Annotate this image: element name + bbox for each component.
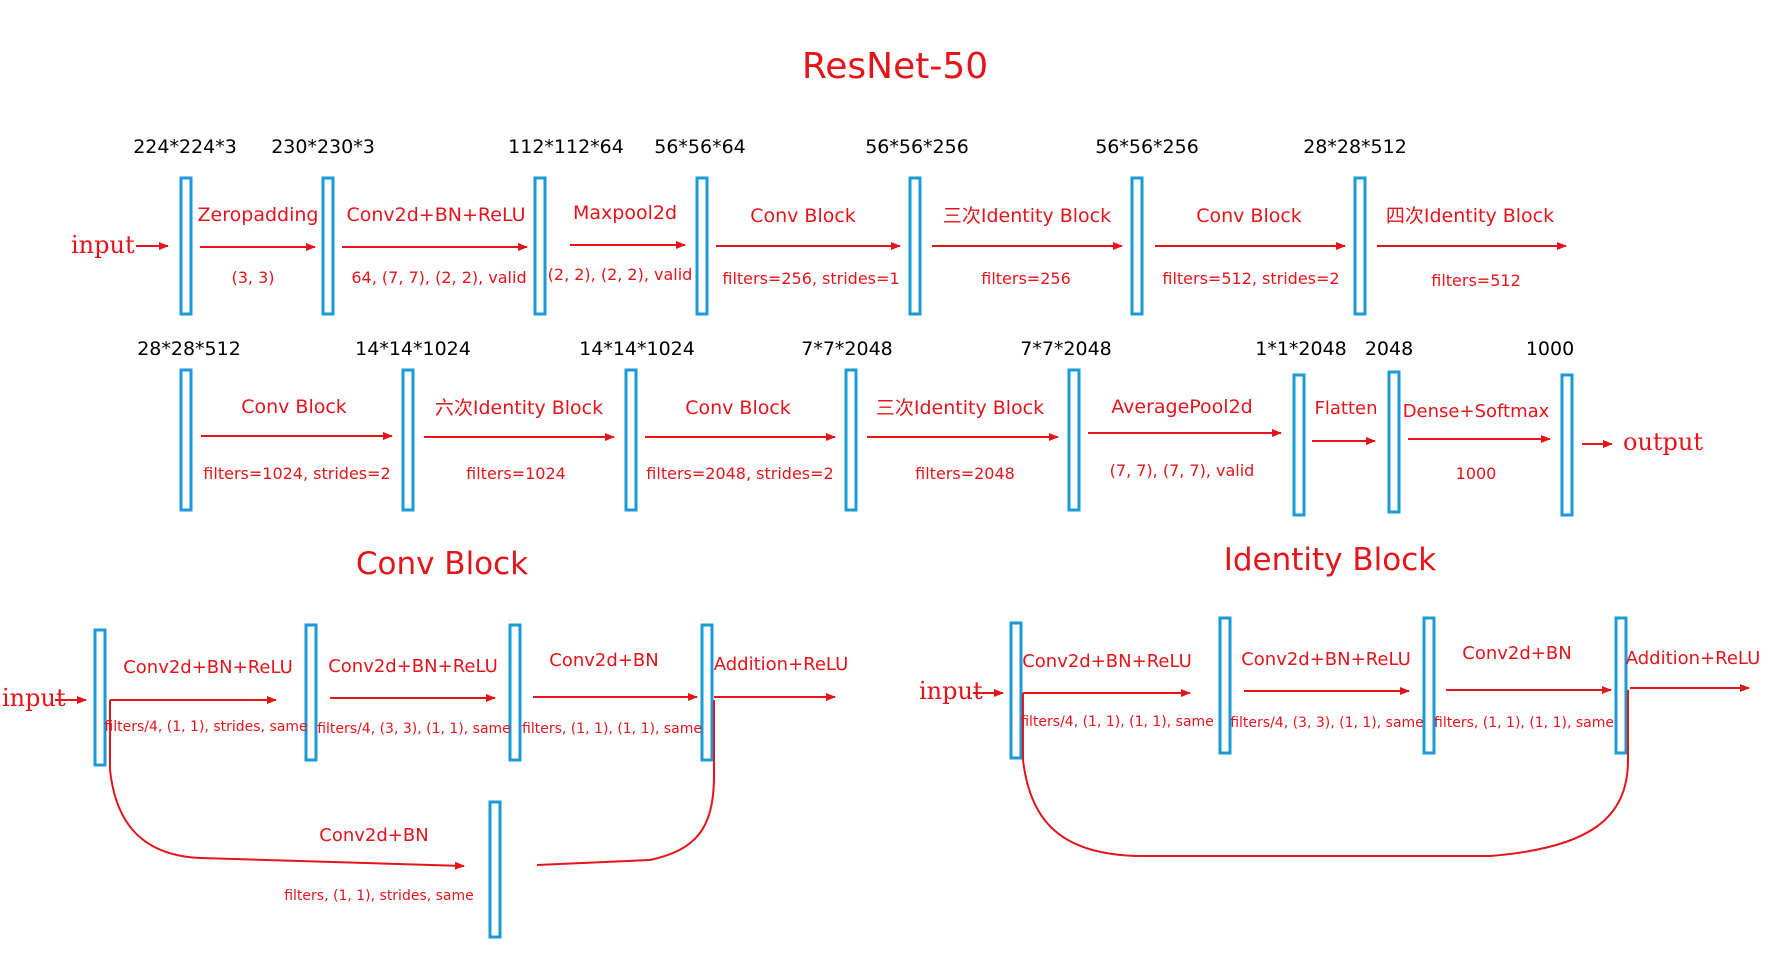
layer-block bbox=[1292, 373, 1306, 517]
dim-label: 14*14*1024 bbox=[355, 338, 471, 360]
stage-name: Conv2d+BN+ReLU bbox=[123, 657, 293, 678]
layer-block bbox=[1130, 176, 1144, 316]
input-label: input bbox=[71, 231, 135, 259]
layer-block bbox=[1353, 176, 1367, 316]
stage-name: Conv2d+BN bbox=[1462, 643, 1571, 664]
layer-block bbox=[508, 623, 522, 762]
dim-label: 14*14*1024 bbox=[579, 338, 695, 360]
stage-name: Zeropadding bbox=[198, 204, 319, 226]
stage-params: filters, (1, 1), (1, 1), same bbox=[1434, 715, 1614, 731]
dim-label: 1000 bbox=[1526, 338, 1574, 360]
layer-block bbox=[1614, 616, 1628, 755]
stage-name: AveragePool2d bbox=[1111, 396, 1252, 418]
layer-block bbox=[179, 176, 193, 316]
stage-params: filters/4, (3, 3), (1, 1), same bbox=[1230, 715, 1424, 731]
stage-params: filters=256 bbox=[981, 269, 1071, 288]
stage-params: filters=512, strides=2 bbox=[1162, 269, 1339, 288]
stage-name: Conv2d+BN+ReLU bbox=[328, 656, 498, 677]
dim-label: 56*56*256 bbox=[1095, 136, 1199, 158]
stage-params: filters=512 bbox=[1431, 271, 1521, 290]
stage-params: (2, 2), (2, 2), valid bbox=[548, 265, 693, 284]
stage-name: 六次Identity Block bbox=[435, 397, 603, 419]
layer-block bbox=[533, 176, 547, 316]
conv-block-diagram: Conv Block input Conv2d+BN+ReLU Conv2d+B… bbox=[2, 546, 849, 939]
layer-block bbox=[624, 368, 638, 512]
stage-params: (7, 7), (7, 7), valid bbox=[1110, 461, 1255, 480]
layer-block bbox=[179, 368, 193, 512]
shortcut-params: filters, (1, 1), strides, same bbox=[284, 888, 474, 904]
stage-name: Conv Block bbox=[241, 396, 347, 418]
shortcut-name: Conv2d+BN bbox=[319, 825, 428, 846]
stage-name: Addition+ReLU bbox=[1626, 648, 1761, 669]
layer-block bbox=[695, 176, 709, 316]
stage-name: Conv2d+BN+ReLU bbox=[347, 204, 526, 226]
stage-params: filters=256, strides=1 bbox=[722, 269, 899, 288]
stage-params: 64, (7, 7), (2, 2), valid bbox=[351, 268, 526, 287]
stage-name: Dense+Softmax bbox=[1403, 401, 1550, 422]
stage-name: Conv Block bbox=[750, 205, 856, 227]
stage-name: Conv Block bbox=[685, 397, 791, 419]
stage-params: 1000 bbox=[1456, 464, 1497, 483]
stage-name: Conv2d+BN+ReLU bbox=[1022, 651, 1192, 672]
stage-name: Conv Block bbox=[1196, 205, 1302, 227]
stage-params: filters, (1, 1), (1, 1), same bbox=[522, 721, 702, 737]
layer-block bbox=[321, 176, 335, 316]
identity-block-diagram: Identity Block input Conv2d+BN+ReLU Conv… bbox=[919, 542, 1761, 857]
dim-label: 112*112*64 bbox=[508, 136, 624, 158]
dim-label: 56*56*64 bbox=[654, 136, 746, 158]
stage-name: Addition+ReLU bbox=[714, 654, 849, 675]
input-label: input bbox=[2, 684, 66, 712]
stage-params: filters/4, (1, 1), (1, 1), same bbox=[1020, 714, 1214, 730]
stage-params: filters/4, (1, 1), strides, same bbox=[104, 719, 307, 735]
dim-label: 230*230*3 bbox=[271, 136, 375, 158]
layer-block bbox=[844, 368, 858, 512]
stage-name: 三次Identity Block bbox=[876, 397, 1044, 419]
identity-block-title: Identity Block bbox=[1224, 542, 1437, 578]
stage-params: (3, 3) bbox=[231, 268, 274, 287]
dim-label: 7*7*2048 bbox=[1020, 338, 1112, 360]
shortcut-path bbox=[1022, 690, 1629, 857]
layer-block bbox=[1218, 616, 1232, 755]
input-label: input bbox=[919, 677, 983, 705]
shortcut-path bbox=[109, 700, 465, 870]
stage-params: filters=2048, strides=2 bbox=[646, 464, 833, 483]
layer-block bbox=[401, 368, 415, 512]
stage-name: Maxpool2d bbox=[573, 202, 677, 224]
conv-block-title: Conv Block bbox=[356, 546, 528, 582]
layer-block bbox=[488, 800, 502, 939]
output-label: output bbox=[1623, 428, 1703, 456]
layer-block bbox=[304, 623, 318, 762]
stage-name: Conv2d+BN bbox=[549, 650, 658, 671]
row1: 224*224*3 230*230*3 112*112*64 56*56*64 … bbox=[71, 136, 1567, 316]
shortcut-path bbox=[536, 700, 715, 866]
row2: 28*28*512 14*14*1024 14*14*1024 7*7*2048… bbox=[137, 338, 1703, 517]
stage-name: 四次Identity Block bbox=[1386, 205, 1554, 227]
stage-name: Conv2d+BN+ReLU bbox=[1241, 649, 1411, 670]
layer-block bbox=[700, 623, 714, 762]
dim-label: 28*28*512 bbox=[1303, 136, 1407, 158]
stage-params: filters=1024 bbox=[466, 464, 566, 483]
dim-label: 56*56*256 bbox=[865, 136, 969, 158]
layer-block bbox=[93, 628, 107, 767]
stage-params: filters=2048 bbox=[915, 464, 1015, 483]
dim-label: 224*224*3 bbox=[133, 136, 237, 158]
stage-params: filters/4, (3, 3), (1, 1), same bbox=[317, 721, 511, 737]
layer-block bbox=[1067, 368, 1081, 512]
layer-block bbox=[1387, 370, 1401, 514]
stage-name: Flatten bbox=[1315, 398, 1378, 419]
stage-name: 三次Identity Block bbox=[943, 205, 1111, 227]
dim-label: 1*1*2048 bbox=[1255, 338, 1347, 360]
dim-label: 7*7*2048 bbox=[801, 338, 893, 360]
layer-block bbox=[1560, 373, 1574, 517]
dim-label: 28*28*512 bbox=[137, 338, 241, 360]
dim-label: 2048 bbox=[1365, 338, 1413, 360]
stage-params: filters=1024, strides=2 bbox=[203, 464, 390, 483]
layer-block bbox=[908, 176, 922, 316]
page-title: ResNet-50 bbox=[802, 46, 988, 87]
layer-block bbox=[1009, 621, 1023, 760]
layer-block bbox=[1422, 616, 1436, 755]
